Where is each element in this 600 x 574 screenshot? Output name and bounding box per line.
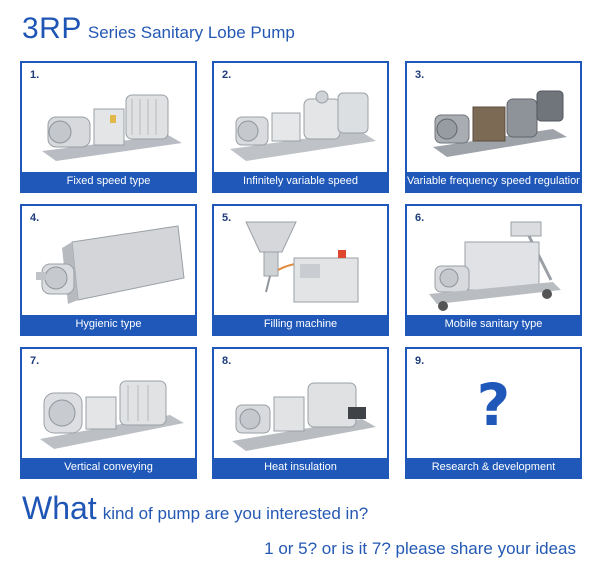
card-number: 6. xyxy=(415,212,425,224)
card-caption: Variable frequency speed regulation xyxy=(407,172,580,191)
card-caption: Mobile sanitary type xyxy=(407,315,580,334)
page-title: 3RP Series Sanitary Lobe Pump xyxy=(22,12,295,48)
card-caption: Filling machine xyxy=(214,315,387,334)
card-number: 3. xyxy=(415,69,425,81)
title-series-name: Series Sanitary Lobe Pump xyxy=(87,23,295,42)
pump-image xyxy=(230,90,376,161)
card-caption: Vertical conveying xyxy=(22,458,195,477)
card-caption: Hygienic type xyxy=(22,315,195,334)
card-caption: Research & development xyxy=(407,458,580,477)
footer-prompt: 1 or 5? or is it 7? please share your id… xyxy=(264,539,576,558)
pump-image xyxy=(433,90,567,157)
pump-image xyxy=(245,221,359,303)
pump-image xyxy=(40,380,184,449)
title-series-code: 3RP xyxy=(22,12,82,45)
footer-what: What xyxy=(22,490,97,526)
pump-type-grid: 1. Fixed speed type 2. Infinitely varia xyxy=(20,61,582,479)
pump-image xyxy=(42,94,182,161)
card-infinitely-variable[interactable]: 2. Infinitely variable speed xyxy=(212,61,389,193)
pump-image xyxy=(36,225,185,304)
card-caption: Heat insulation xyxy=(214,458,387,477)
card-number: 5. xyxy=(222,212,232,224)
card-number: 4. xyxy=(30,212,40,224)
card-filling-machine[interactable]: 5. Filling machine xyxy=(212,204,389,336)
card-number: 1. xyxy=(30,69,40,81)
card-vertical-conveying[interactable]: 7. Vertical conveying xyxy=(20,347,197,479)
card-mobile-sanitary[interactable]: 6. Mobile sanitary type xyxy=(405,204,582,336)
question-mark-icon: ? xyxy=(476,371,511,439)
card-number: 9. xyxy=(415,355,425,367)
card-number: 7. xyxy=(30,355,40,367)
card-research-development[interactable]: 9. ? Research & development xyxy=(405,347,582,479)
pump-image xyxy=(232,382,376,451)
card-number: 2. xyxy=(222,69,232,81)
card-number: 8. xyxy=(222,355,232,367)
card-vfd-regulation[interactable]: 3. Variable frequency speed regulation xyxy=(405,61,582,193)
card-hygienic[interactable]: 4. Hygienic type xyxy=(20,204,197,336)
footer-question: What kind of pump are you interested in? xyxy=(22,490,368,527)
card-caption: Infinitely variable speed xyxy=(214,172,387,191)
card-heat-insulation[interactable]: 8. Heat insulation xyxy=(212,347,389,479)
footer-question-text: kind of pump are you interested in? xyxy=(102,504,369,523)
pump-image xyxy=(429,221,561,311)
card-fixed-speed[interactable]: 1. Fixed speed type xyxy=(20,61,197,193)
card-caption: Fixed speed type xyxy=(22,172,195,191)
